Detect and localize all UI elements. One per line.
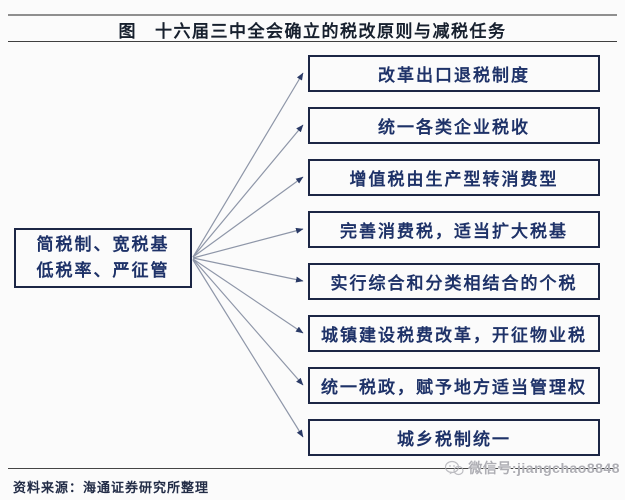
task-label: 统一各类企业税收 <box>378 118 530 137</box>
title-bottom-rule <box>8 41 617 42</box>
figure-title-text: 十六届三中全会确立的税改原则与减税任务 <box>155 22 507 41</box>
principle-line2: 低税率、严征管 <box>36 261 170 280</box>
principle-box: 简税制、宽税基 低税率、严征管 <box>14 228 192 288</box>
task-label: 改革出口退税制度 <box>378 66 530 85</box>
task-box-local-authority: 统一税政，赋予地方适当管理权 <box>308 367 600 404</box>
task-box-vat-transform: 增值税由生产型转消费型 <box>308 159 600 196</box>
footer-rule <box>8 468 617 469</box>
figure-label: 图 <box>118 22 137 41</box>
figure-title: 图十六届三中全会确立的税改原则与减税任务 <box>0 17 625 42</box>
task-label: 统一税政，赋予地方适当管理权 <box>321 378 587 397</box>
task-box-individual-tax: 实行综合和分类相结合的个税 <box>308 263 600 300</box>
task-box-unify-enterprise: 统一各类企业税收 <box>308 107 600 144</box>
task-label: 城乡税制统一 <box>397 430 511 449</box>
source-note: 资料来源：海通证券研究所整理 <box>13 480 210 495</box>
wechat-icon <box>444 460 464 477</box>
task-label: 实行综合和分类相结合的个税 <box>330 274 578 293</box>
title-top-rule <box>8 14 617 16</box>
task-label: 城镇建设税费改革，开征物业税 <box>321 326 587 345</box>
wechat-watermark: 微信号:jiangchao8848 <box>444 458 620 478</box>
task-label: 完善消费税，适当扩大税基 <box>340 222 568 241</box>
task-box-consumption-tax: 完善消费税，适当扩大税基 <box>308 211 600 248</box>
task-box-property-tax: 城镇建设税费改革，开征物业税 <box>308 315 600 352</box>
task-box-urban-rural-unify: 城乡税制统一 <box>308 419 600 456</box>
principle-line1: 简税制、宽税基 <box>36 235 170 254</box>
wechat-id-text: 微信号:jiangchao8848 <box>468 460 620 476</box>
task-label: 增值税由生产型转消费型 <box>349 170 559 189</box>
task-box-export-rebate: 改革出口退税制度 <box>308 55 600 92</box>
